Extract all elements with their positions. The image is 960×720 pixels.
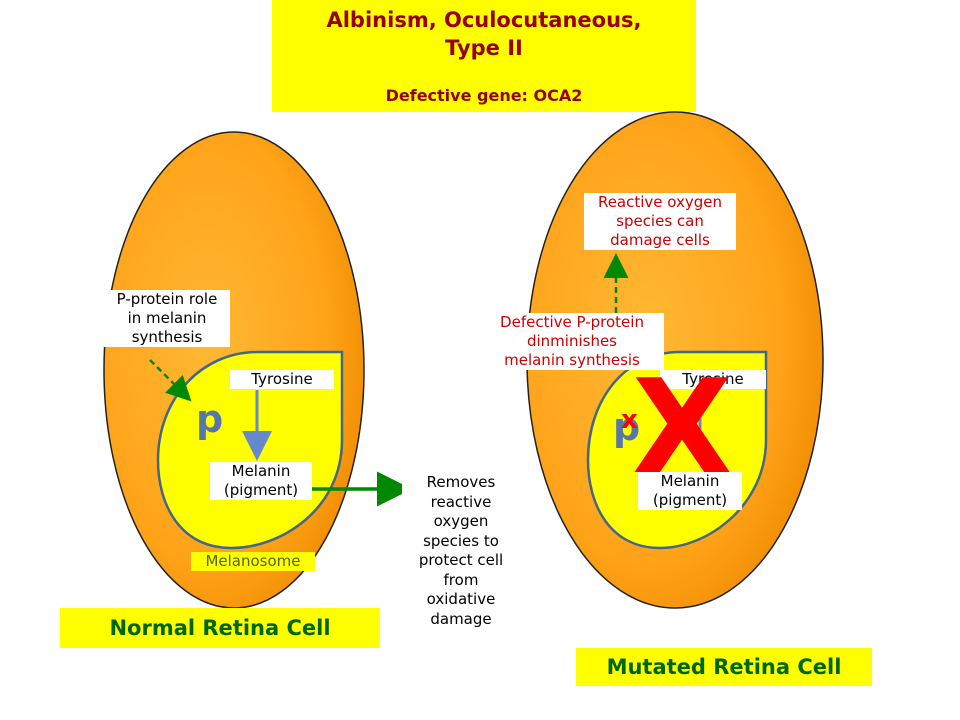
big-x-mark: X [632, 351, 733, 503]
normal-p-protein-arrow [149, 359, 192, 402]
mutated-tyrosine-label: Tyrosine [660, 370, 766, 389]
normal-melanin-label: Melanin (pigment) [210, 462, 312, 500]
defective-gene-label: Defective gene: OCA2 [385, 86, 583, 105]
mutated-melanin-label: Melanin (pigment) [638, 472, 742, 510]
title-line-2: Type II [445, 36, 523, 60]
mutated-p-letter: p [613, 405, 640, 449]
defective-p-protein-label: Defective P-protein dinminishes melanin … [480, 313, 664, 370]
title-line-1: Albinism, Oculocutaneous, [326, 8, 642, 32]
normal-p-letter: p [196, 397, 223, 441]
mutated-cell-caption: Mutated Retina Cell [576, 648, 872, 686]
title-box: Albinism, Oculocutaneous, Type II Defect… [272, 0, 696, 112]
mutated-small-x: x [621, 405, 638, 435]
ros-damage-label: Reactive oxygen species can damage cells [584, 193, 736, 250]
removes-ros-text: Removes reactive oxygen species to prote… [402, 473, 520, 629]
normal-cell-caption: Normal Retina Cell [60, 608, 380, 648]
normal-tyrosine-label: Tyrosine [230, 370, 334, 389]
melanosome-label: Melanosome [191, 552, 315, 571]
p-protein-role-label: P-protein role in melanin synthesis [104, 290, 230, 347]
